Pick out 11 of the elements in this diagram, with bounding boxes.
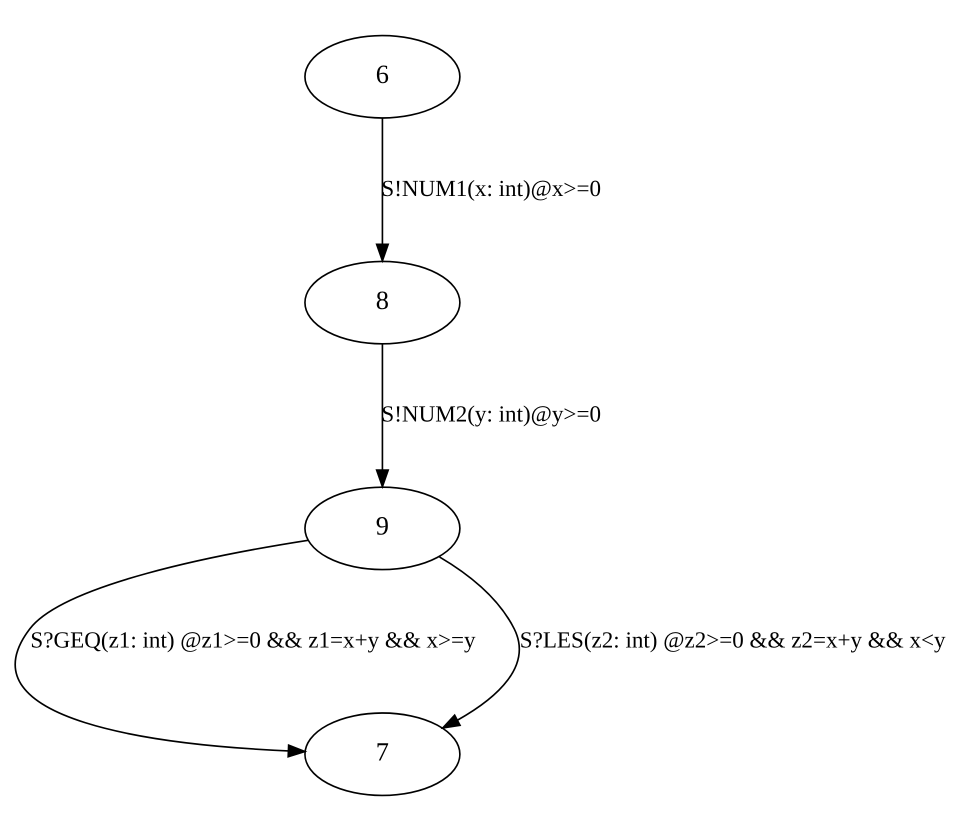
- edge-label: S?GEQ(z1: int) @z1>=0 && z1=x+y && x>=y: [30, 626, 476, 652]
- arrow: [15, 538, 308, 758]
- arrow: [439, 556, 520, 729]
- arrow: [375, 344, 390, 489]
- edge-label: S!NUM1(x: int)@x>=0: [381, 174, 601, 200]
- node-ellipse: 9: [304, 486, 461, 570]
- edge-label: S!NUM2(y: int)@y>=0: [381, 400, 601, 426]
- edge-label: S?LES(z2: int) @z2>=0 && z2=x+y && x<y: [520, 626, 946, 652]
- node-ellipse: 8: [304, 260, 461, 344]
- arrow: [375, 118, 390, 263]
- node-ellipse: 6: [304, 34, 461, 118]
